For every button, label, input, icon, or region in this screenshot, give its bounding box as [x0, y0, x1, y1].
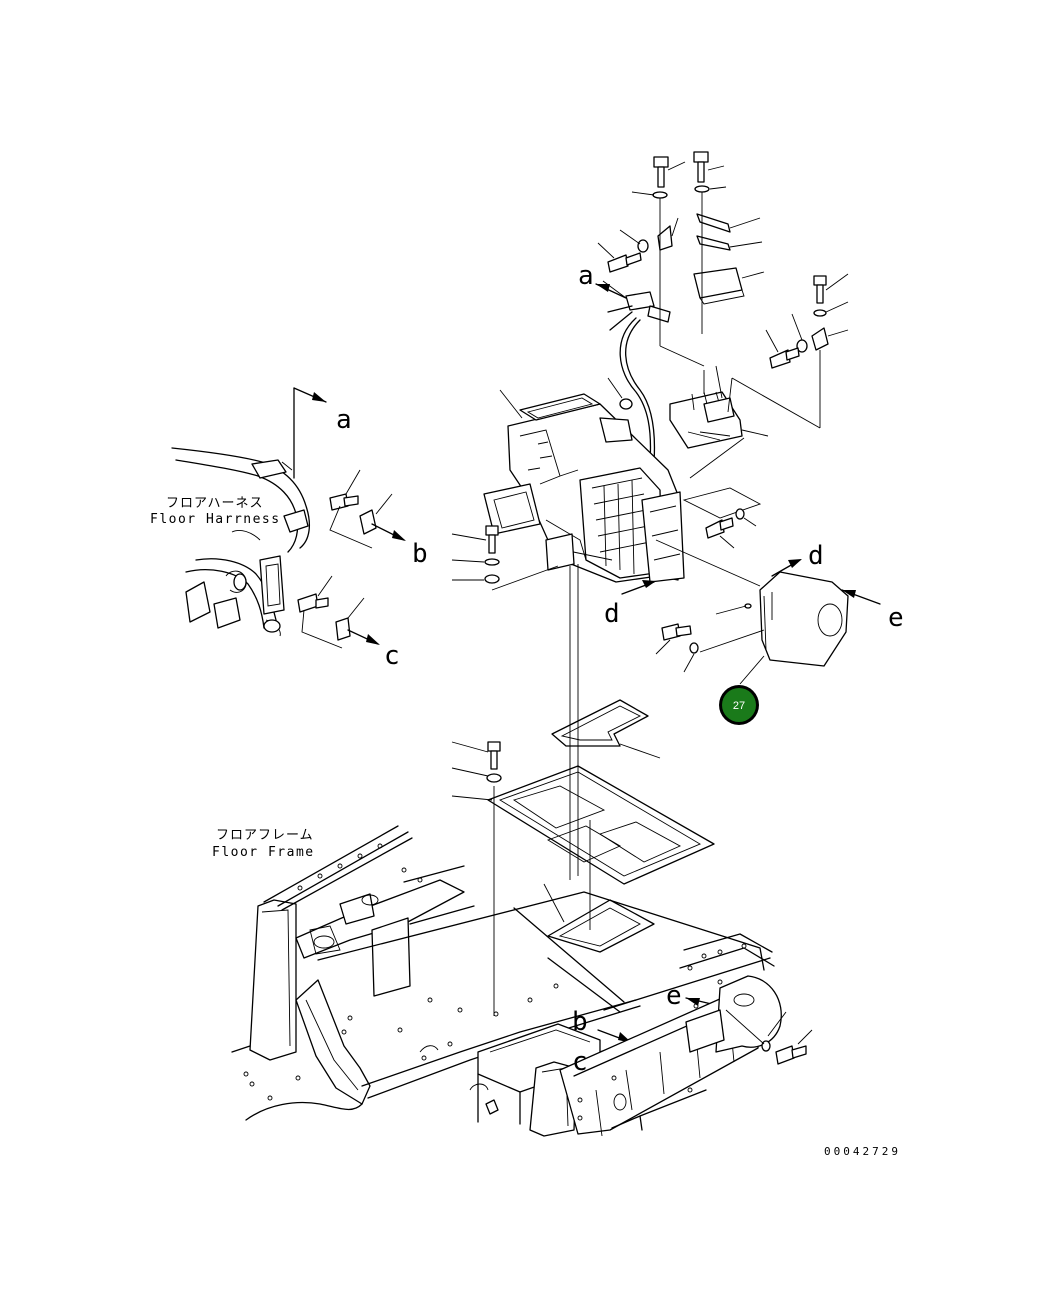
hvac-unit	[483, 377, 762, 587]
plate-bolt	[451, 741, 502, 1016]
ref-letter-b: b	[572, 1007, 588, 1037]
drawing-number: 00042729	[824, 1145, 901, 1158]
callout-27[interactable]: 27	[719, 685, 759, 725]
ref-letter-d: d	[808, 541, 824, 571]
ref-letter-e: e	[666, 981, 682, 1011]
ref-letter-a: a	[336, 405, 352, 435]
bolt	[607, 252, 642, 273]
callout-badge[interactable]	[722, 688, 756, 722]
lower-gasket	[543, 883, 655, 953]
ref-letter-c: c	[572, 1047, 588, 1077]
right-bolt-group	[765, 273, 849, 428]
ref-arrow-a-left	[293, 387, 327, 479]
upper-gasket	[551, 699, 661, 759]
cover-panel	[655, 571, 849, 685]
top-bracket-assembly	[597, 151, 765, 463]
text-labels: フロアハーネス Floor Harrness フロアフレーム Floor Fra…	[150, 261, 904, 1158]
floor-frame-jp-label: フロアフレーム	[216, 828, 314, 843]
floor-harness-en-label: Floor Harrness	[150, 512, 281, 527]
bolt	[693, 151, 725, 183]
mount-bracket	[669, 365, 821, 479]
hvac-left-bolts	[451, 525, 559, 591]
ref-letter-d: d	[604, 599, 620, 629]
frame-right-bolt	[725, 1009, 813, 1065]
harness-bolt-c	[297, 575, 365, 649]
hvac-side-bolt	[705, 508, 757, 549]
floor-frame-en-label: Floor Frame	[212, 845, 315, 860]
floor-plate-gasket	[487, 765, 715, 885]
bolt	[661, 623, 692, 641]
callout-number: 27	[733, 700, 745, 712]
deck-holes	[243, 843, 559, 1101]
ref-letter-e: e	[888, 603, 904, 633]
ref-letter-a: a	[578, 261, 594, 291]
bolt	[653, 156, 686, 188]
floor-harness-jp-label: フロアハーネス	[166, 496, 263, 511]
ref-letter-b: b	[412, 539, 428, 569]
filter-grille	[591, 477, 651, 575]
floor-frame	[231, 825, 782, 1137]
harness-bolt-b	[329, 469, 393, 549]
floor-harness	[171, 447, 311, 637]
bolt	[769, 347, 800, 369]
ref-letter-c: c	[384, 641, 400, 671]
